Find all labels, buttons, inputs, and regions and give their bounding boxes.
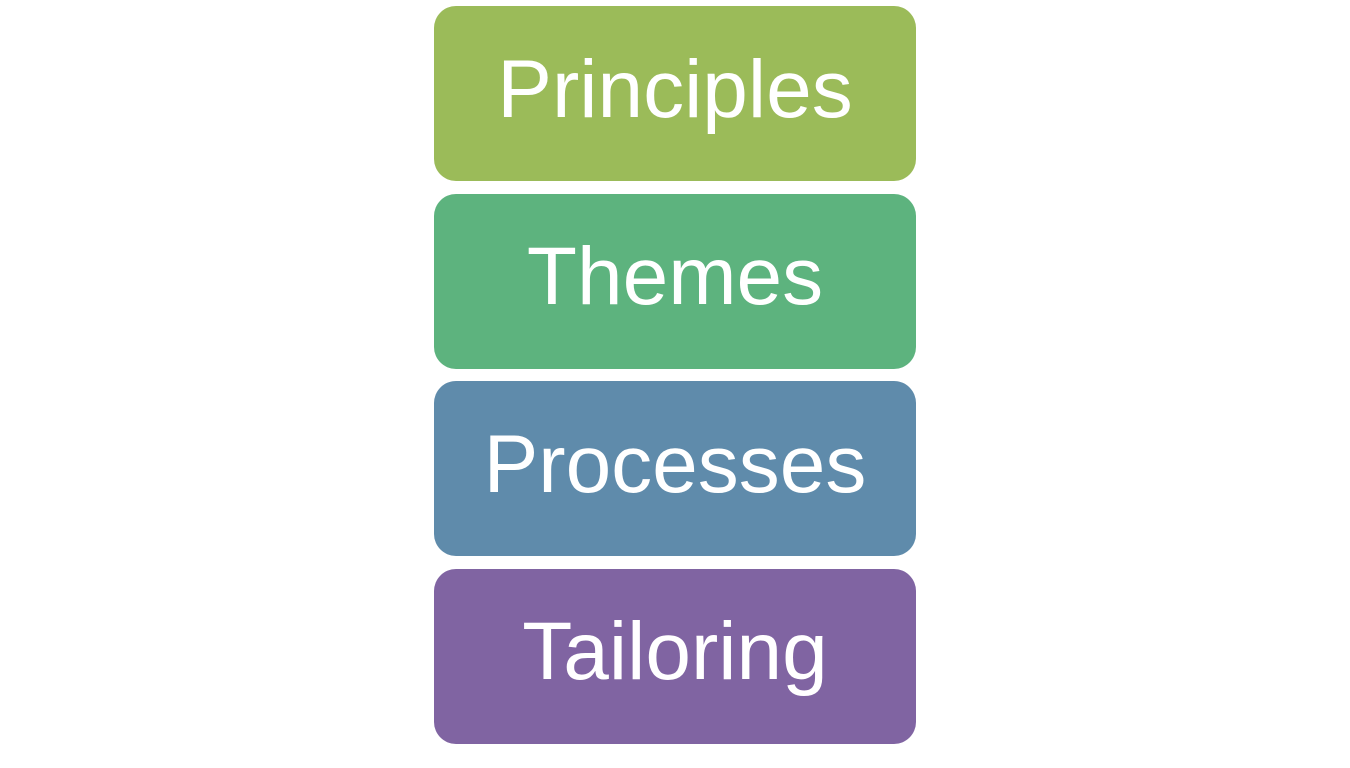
- block-processes: Processes: [434, 381, 916, 556]
- block-tailoring: Tailoring: [434, 568, 916, 744]
- block-principles: Principles: [434, 6, 916, 181]
- block-stack: Principles Themes Processes Tailoring: [434, 6, 916, 756]
- block-label: Themes: [526, 231, 824, 322]
- block-label: Principles: [497, 43, 853, 135]
- block-label: Processes: [483, 418, 867, 510]
- block-themes: Themes: [434, 193, 916, 369]
- block-label: Tailoring: [522, 606, 828, 697]
